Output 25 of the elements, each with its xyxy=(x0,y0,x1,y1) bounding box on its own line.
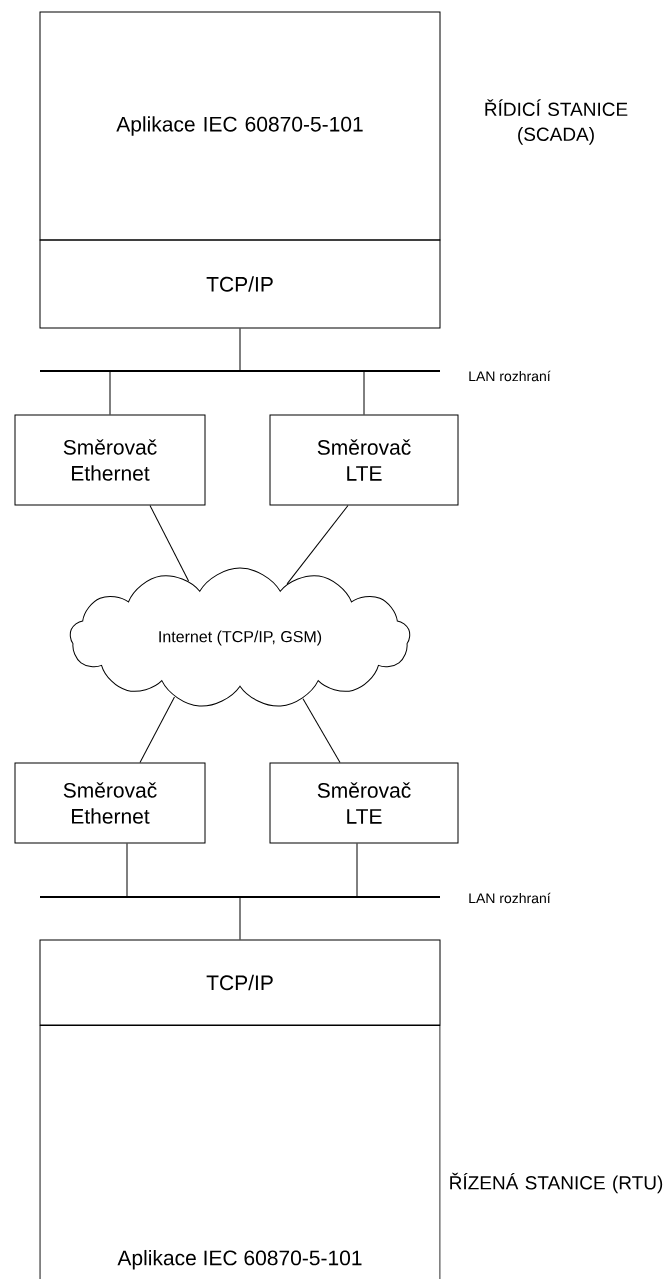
connection-line xyxy=(149,505,190,582)
protocol-box: TCP/IP xyxy=(39,939,441,1026)
bus-line xyxy=(40,370,440,372)
router-box: Směrovač LTE xyxy=(269,414,459,506)
connection-line xyxy=(363,370,365,415)
router-box: Směrovač LTE xyxy=(269,762,459,844)
application-box: Aplikace IEC 60870-5-101 xyxy=(39,11,441,241)
connection-line xyxy=(302,698,341,763)
connection-line xyxy=(139,696,175,763)
protocol-box: TCP/IP xyxy=(39,239,441,329)
connection-line xyxy=(286,505,349,585)
connection-line xyxy=(126,843,128,898)
bus-line xyxy=(40,896,440,898)
station-label: ŘÍDICÍ STANICE (SCADA) xyxy=(485,99,628,145)
connection-line xyxy=(239,896,241,940)
station-label: ŘÍZENÁ STANICE (RTU) xyxy=(450,1172,663,1194)
router-box: Směrovač Ethernet xyxy=(14,414,206,506)
interface-label: LAN rozhraní xyxy=(469,892,551,904)
interface-label: LAN rozhraní xyxy=(469,370,551,382)
network-cloud: Internet (TCP/IP, GSM) xyxy=(69,567,411,707)
connection-line xyxy=(239,328,241,372)
router-box: Směrovač Ethernet xyxy=(14,762,206,844)
application-box: Aplikace IEC 60870-5-101 xyxy=(39,1025,441,1279)
connection-line xyxy=(356,843,358,898)
connection-line xyxy=(109,370,111,415)
